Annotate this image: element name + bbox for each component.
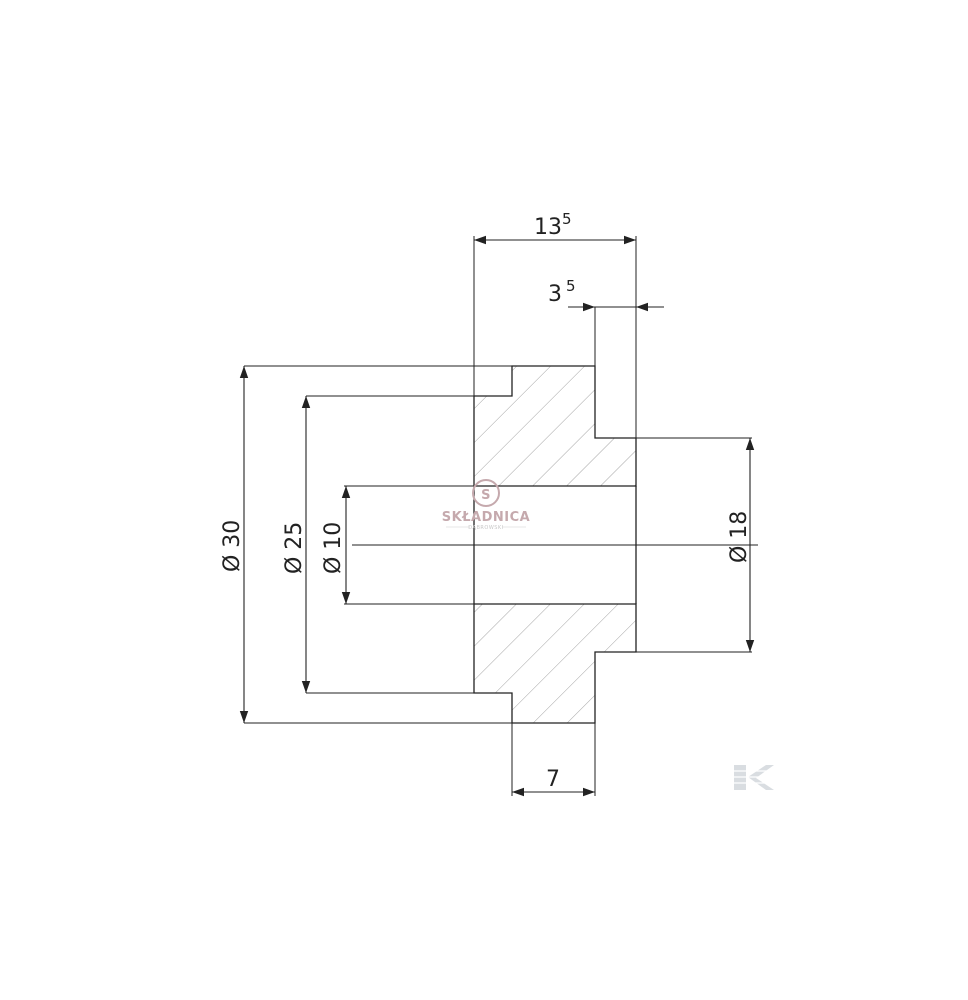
section-upper-wall — [473, 365, 637, 487]
dim-diameter-18: Ø 18 — [727, 511, 752, 563]
watermark-logo: S SKŁADNICA DĄBROWSKI — [442, 479, 530, 531]
dim-diameter-25: Ø 25 — [282, 522, 307, 574]
extension-lines — [244, 236, 752, 796]
section-lower-wall — [473, 603, 637, 724]
dim-hub-length: 7 — [546, 767, 560, 792]
corner-k-logo — [734, 765, 774, 790]
watermark-logo-letter: S — [481, 488, 491, 503]
dim-diameter-30: Ø 30 — [220, 520, 245, 572]
watermark-brand: SKŁADNICA — [442, 510, 530, 525]
watermark-sub: DĄBROWSKI — [468, 525, 503, 531]
dim-diameter-10: Ø 10 — [321, 522, 346, 574]
dim-overall-length: 135 — [534, 210, 572, 240]
